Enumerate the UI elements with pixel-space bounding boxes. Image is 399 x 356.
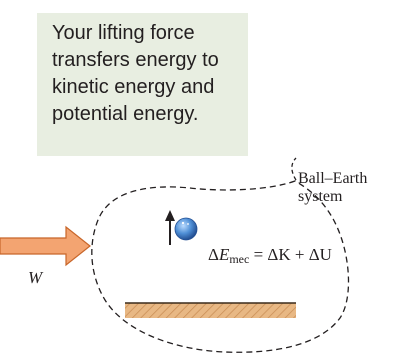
callout-line-4: potential energy. — [52, 103, 199, 125]
equation-subscript: mec — [229, 252, 250, 266]
system-label-leader — [291, 157, 297, 181]
system-label-line-2: system — [298, 188, 343, 205]
equation-delta: Δ — [208, 245, 219, 264]
callout-line-3: kinetic energy and — [52, 76, 215, 98]
system-label: Ball–Earth system — [298, 170, 367, 206]
velocity-arrowhead — [165, 210, 175, 221]
work-arrow — [0, 225, 91, 267]
system-boundary — [91, 180, 350, 353]
energy-equation: ΔEmec = ΔK + ΔU — [208, 245, 332, 267]
equation-e-symbol: E — [218, 245, 230, 264]
system-label-line-1: Ball–Earth — [298, 170, 368, 187]
ball — [174, 217, 198, 241]
work-label: W — [28, 268, 43, 287]
explanation-callout: Your lifting force transfers energy to k… — [37, 13, 248, 156]
ball-highlight-2 — [187, 223, 189, 225]
callout-line-2: transfers energy to — [52, 49, 219, 71]
callout-line-1: Your lifting force — [52, 22, 195, 44]
ground — [125, 303, 296, 318]
equation-rhs: = ΔK + ΔU — [249, 245, 332, 264]
ball-highlight — [181, 221, 185, 225]
